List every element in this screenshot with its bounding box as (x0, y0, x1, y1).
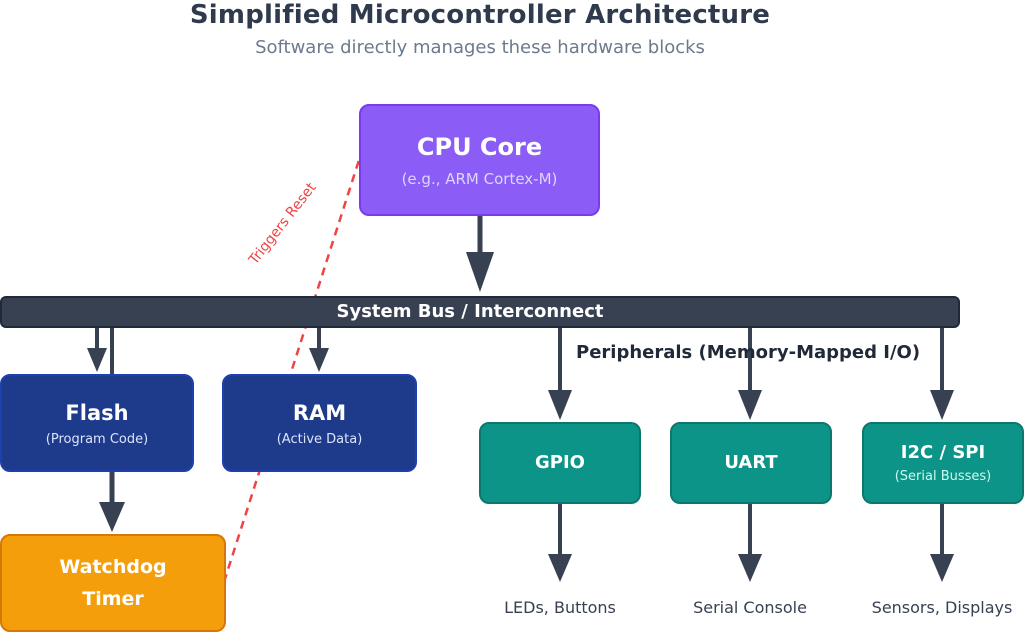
ram-description: (Active Data) (276, 431, 363, 447)
cpu-core-example: (e.g., ARM Cortex-M) (401, 170, 558, 188)
uart-output-label: Serial Console (693, 598, 807, 617)
gpio-output-arrow (548, 504, 572, 582)
flash-to-watchdog-arrow (99, 472, 125, 532)
uart-name: UART (724, 452, 778, 473)
gpio-block: GPIO (479, 422, 641, 504)
bus-to-gpio-arrow (548, 328, 572, 420)
gpio-output-label: LEDs, Buttons (504, 598, 616, 617)
cpu-core-block: CPU Core (e.g., ARM Cortex-M) (359, 104, 600, 216)
flash-description: (Program Code) (45, 431, 149, 447)
cpu-core-name: CPU Core (416, 133, 543, 161)
i2c-spi-name: I2C / SPI (900, 442, 986, 463)
uart-output-arrow (738, 504, 762, 582)
i2c-spi-block: I2C / SPI (Serial Busses) (862, 422, 1024, 504)
flash-block: Flash (Program Code) (0, 374, 194, 472)
peripherals-heading: Peripherals (Memory-Mapped I/O) (576, 342, 921, 363)
cpu-to-bus-arrow (466, 216, 494, 292)
uart-block: UART (670, 422, 832, 504)
diagram-title: Simplified Microcontroller Architecture (189, 0, 771, 30)
ram-block: RAM (Active Data) (222, 374, 417, 472)
watchdog-timer-block: Watchdog Timer (0, 534, 226, 632)
i2c-output-arrow (930, 504, 954, 582)
gpio-name: GPIO (535, 452, 585, 473)
flash-name: Flash (65, 400, 129, 425)
system-bus: System Bus / Interconnect (0, 296, 960, 328)
bus-to-ram-arrow (309, 328, 329, 372)
bus-to-flash-arrow (87, 328, 114, 374)
i2c-output-label: Sensors, Displays (871, 598, 1013, 617)
bus-to-i2c-arrow (930, 328, 954, 420)
watchdog-reset-line (222, 159, 361, 583)
bus-to-uart-arrow (738, 328, 762, 420)
diagram-subtitle: Software directly manages these hardware… (255, 37, 705, 58)
i2c-spi-description: (Serial Busses) (894, 469, 992, 484)
ram-name: RAM (292, 400, 347, 425)
